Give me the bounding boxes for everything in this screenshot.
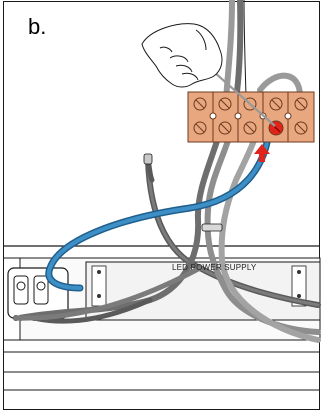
terminal-block [188,92,314,142]
psu-label: LED POWER SUPPLY [172,263,256,272]
step-label: b. [28,14,46,40]
